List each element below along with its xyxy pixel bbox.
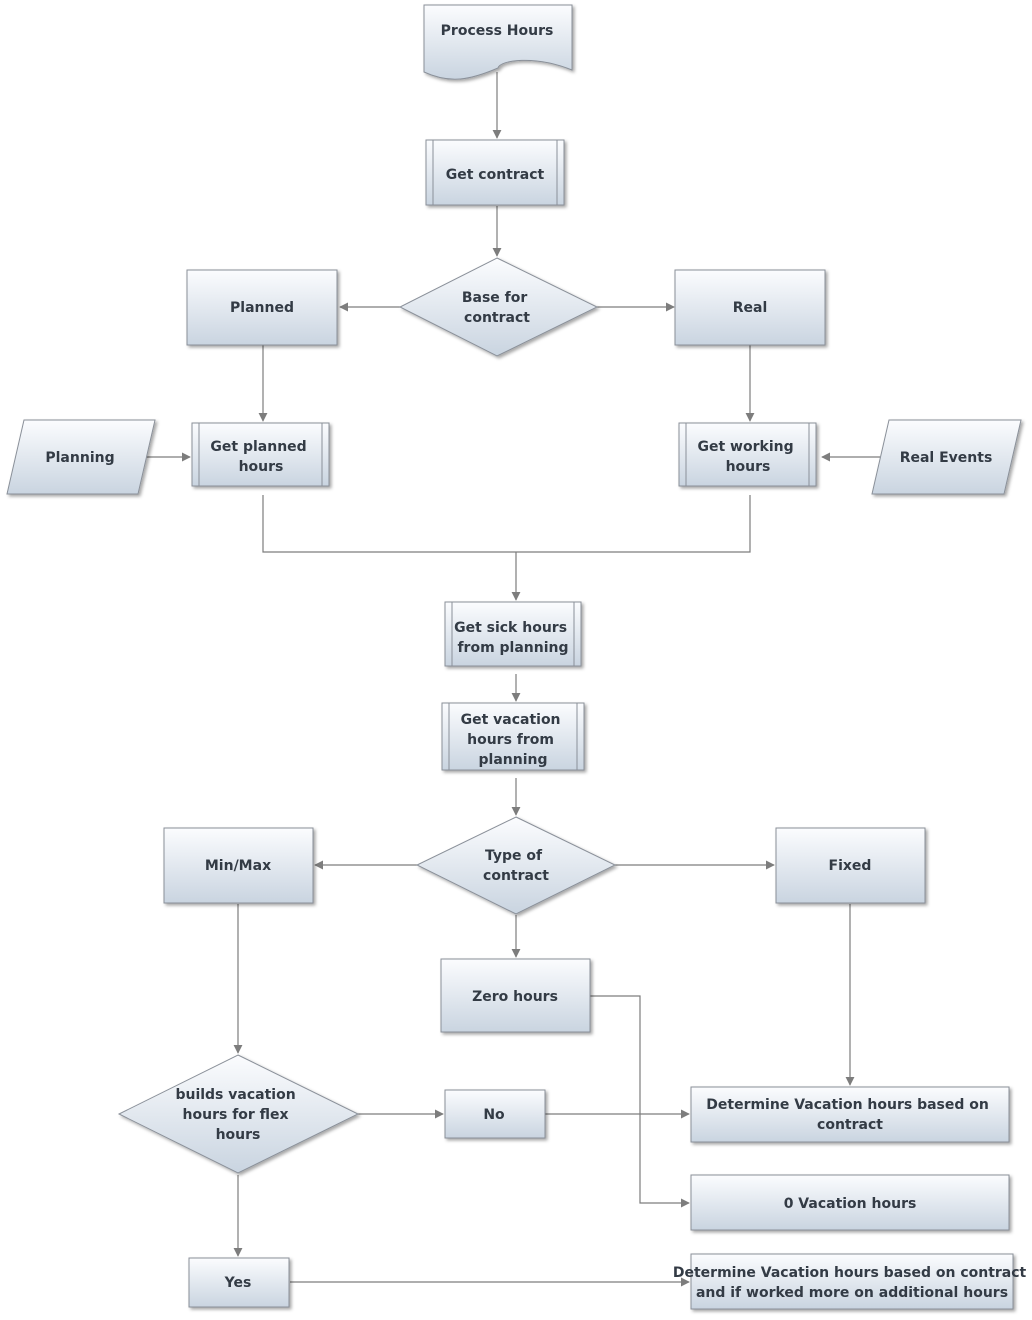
node-planned-label: Planned <box>230 300 294 316</box>
node-zero-hours: Zero hours <box>440 958 591 1033</box>
node-get-working-hours: Get working hours <box>678 422 817 487</box>
connector-merge-to-sick <box>262 495 751 600</box>
node-type-of-contract-label: Type of contract <box>483 848 549 884</box>
node-real-events: Real Events <box>871 419 1022 495</box>
node-determine-vacation-contract: Determine Vacation hours based on contra… <box>690 1086 1010 1143</box>
node-fixed-label: Fixed <box>829 858 872 874</box>
node-zero-vacation-hours-label: 0 Vacation hours <box>784 1196 917 1212</box>
node-get-vacation-hours-label: Get vacation hours from planning <box>461 712 566 768</box>
node-min-max-label: Min/Max <box>205 858 271 874</box>
node-determine-vacation-contract-label: Determine Vacation hours based on contra… <box>706 1097 993 1133</box>
node-no: No <box>444 1089 546 1139</box>
node-process-hours-label: Process Hours <box>441 23 554 39</box>
node-process-hours: Process Hours <box>423 4 573 80</box>
node-get-contract-label: Get contract <box>446 167 545 183</box>
node-determine-vacation-additional: Determine Vacation hours based on contra… <box>673 1253 1031 1310</box>
node-min-max: Min/Max <box>163 827 314 904</box>
node-base-for-contract: Base for contract <box>398 257 599 357</box>
node-get-sick-hours: Get sick hours from planning <box>444 601 582 667</box>
node-planning: Planning <box>6 419 156 495</box>
node-get-vacation-hours: Get vacation hours from planning <box>441 702 585 771</box>
node-zero-vacation-hours: 0 Vacation hours <box>690 1174 1010 1231</box>
node-yes: Yes <box>188 1257 290 1308</box>
node-yes-label: Yes <box>224 1275 252 1291</box>
node-planning-label: Planning <box>45 450 114 466</box>
node-fixed: Fixed <box>775 827 926 904</box>
node-determine-vacation-additional-label: Determine Vacation hours based on contra… <box>673 1265 1031 1301</box>
connector-zerohours-to-zerovacation <box>590 995 690 1208</box>
node-get-planned-hours: Get planned hours <box>191 422 330 487</box>
node-real-events-label: Real Events <box>900 450 993 466</box>
node-type-of-contract: Type of contract <box>415 816 617 915</box>
node-get-contract: Get contract <box>425 139 565 206</box>
connectors <box>146 72 880 1287</box>
node-zero-hours-label: Zero hours <box>472 989 558 1005</box>
node-builds-vacation-label: builds vacation hours for flex hours <box>175 1087 300 1143</box>
node-get-sick-hours-label: Get sick hours from planning <box>454 620 572 656</box>
node-get-working-hours-label: Get working hours <box>698 439 799 475</box>
node-builds-vacation: builds vacation hours for flex hours <box>117 1054 360 1174</box>
node-real: Real <box>674 269 826 346</box>
node-no-label: No <box>483 1107 505 1123</box>
node-base-for-contract-label: Base for contract <box>462 290 532 326</box>
node-planned: Planned <box>186 269 338 346</box>
node-get-planned-hours-label: Get planned hours <box>210 439 311 475</box>
node-real-label: Real <box>733 300 768 316</box>
